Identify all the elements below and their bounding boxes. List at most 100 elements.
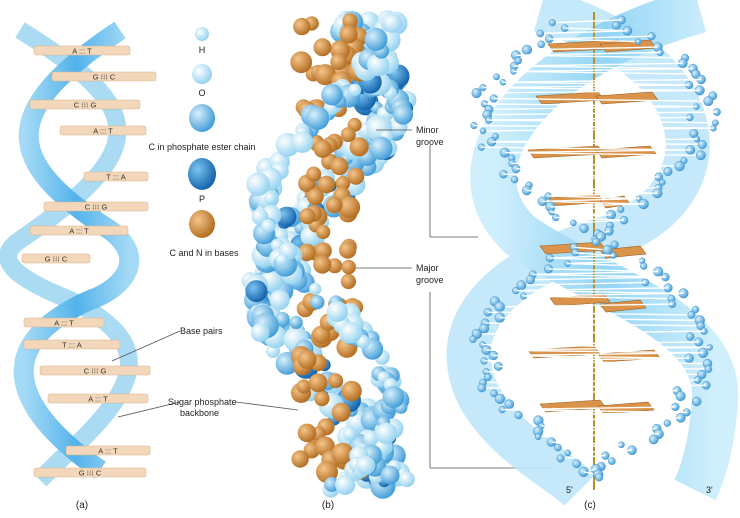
- backbone-atom: [554, 444, 561, 451]
- backbone-label-line1: Sugar phosphate: [168, 397, 237, 407]
- backbone-atom: [573, 460, 581, 468]
- backbone-atom: [340, 322, 362, 344]
- backbone-atom: [383, 14, 402, 33]
- base-atom: [341, 127, 356, 142]
- backbone-atom: [635, 39, 641, 45]
- backbone-atom: [335, 475, 355, 495]
- backbone-atom: [493, 74, 499, 80]
- panel-a-caption: (a): [76, 500, 88, 511]
- base-pair-label: A ::: T: [93, 127, 113, 136]
- legend-swatch-c-phosphate: [189, 104, 215, 132]
- backbone-atom: [343, 427, 357, 441]
- backbone-atom: [698, 140, 707, 149]
- bond: [494, 391, 677, 394]
- backbone-atom: [580, 224, 589, 233]
- base-pair-label: G ⁝⁝⁝ C: [79, 469, 102, 478]
- bond: [504, 174, 659, 177]
- base-atom: [298, 350, 317, 369]
- legend-swatch-p: [188, 158, 216, 190]
- backbone-atom: [535, 434, 541, 440]
- base-atom: [314, 140, 332, 158]
- base-pair-label: C ⁝⁝⁝ G: [85, 203, 108, 212]
- backbone-atom: [676, 391, 686, 401]
- end-3-prime-label: 3': [706, 485, 713, 495]
- backbone-atom: [618, 206, 625, 213]
- legend-label-p: P: [199, 194, 205, 204]
- backbone-atom: [290, 316, 303, 329]
- backbone-label-line2: backbone: [180, 408, 219, 418]
- backbone-atom: [321, 84, 343, 106]
- base-pair-label: A ::: T: [88, 395, 108, 404]
- backbone-atom: [478, 384, 486, 392]
- backbone-atom: [245, 280, 267, 302]
- backbone-atom: [261, 219, 275, 233]
- backbone-atom: [549, 19, 556, 26]
- backbone-atom: [393, 104, 413, 124]
- legend-label-cn-bases: C and N in bases: [169, 248, 239, 258]
- backbone-atom: [705, 366, 712, 373]
- end-5-prime-label: 5': [566, 485, 573, 495]
- bond: [552, 212, 612, 215]
- base-atom: [290, 51, 312, 73]
- backbone-atom: [399, 471, 415, 487]
- base-atom: [340, 25, 358, 43]
- backbone-atom: [664, 420, 671, 427]
- base-atom: [330, 157, 348, 175]
- backbone-atom: [251, 323, 270, 342]
- backbone-atom: [472, 88, 482, 98]
- base-atom: [342, 260, 356, 274]
- base-atom: [299, 208, 315, 224]
- bond: [558, 445, 622, 448]
- base-atom: [326, 197, 343, 214]
- backbone-atom: [592, 238, 600, 246]
- backbone-atom: [675, 161, 685, 171]
- backbone-atom: [570, 220, 576, 226]
- backbone-atom: [696, 151, 705, 160]
- base-pair-label: T ::: A: [106, 173, 125, 182]
- base-atom: [339, 241, 356, 258]
- bond: [538, 418, 680, 421]
- backbone-atom: [306, 107, 329, 130]
- base-atom: [314, 38, 332, 56]
- base-atom: [341, 274, 356, 289]
- legend-swatch-o: [192, 64, 212, 84]
- bond: [498, 366, 708, 369]
- backbone-atom: [246, 172, 270, 196]
- bond: [551, 442, 621, 445]
- backbone-atom: [310, 295, 324, 309]
- backbone-atom: [356, 456, 375, 475]
- backbone-atom: [686, 333, 694, 341]
- base-pair-label: A ::: T: [69, 227, 89, 236]
- backbone-atom: [611, 241, 619, 249]
- backbone-atom: [495, 394, 505, 404]
- backbone-atom: [495, 302, 505, 312]
- backbone-atom: [640, 263, 647, 270]
- backbone-atom: [704, 97, 713, 106]
- base-atom: [347, 168, 364, 185]
- bond: [484, 361, 707, 364]
- backbone-atom: [515, 411, 523, 419]
- backbone-atom: [595, 473, 603, 481]
- bond: [484, 358, 689, 361]
- backbone-atom: [537, 30, 544, 37]
- base-pair-label: T ::: A: [62, 341, 81, 350]
- base-atom: [328, 373, 343, 388]
- backbone-atom: [349, 84, 362, 97]
- bond: [483, 380, 698, 383]
- bond: [538, 429, 657, 432]
- minor-groove-label-line1: Minor: [416, 125, 439, 135]
- backbone-atom: [522, 45, 532, 55]
- base-plate: [596, 146, 656, 158]
- backbone-atom: [649, 435, 658, 444]
- panel-b-caption: (b): [322, 500, 334, 511]
- backbone-atom: [276, 253, 289, 266]
- legend-label-c-phosphate: C in phosphate ester chain: [148, 142, 255, 152]
- base-atom: [309, 373, 328, 392]
- base-pair-label: C ⁝⁝⁝ G: [74, 101, 97, 110]
- base-pair-label: G ⁝⁝⁝ C: [45, 255, 68, 264]
- backbone-atom: [526, 276, 535, 285]
- base-atom: [313, 256, 331, 274]
- backbone-atom: [612, 21, 620, 29]
- backbone-atom: [505, 400, 514, 409]
